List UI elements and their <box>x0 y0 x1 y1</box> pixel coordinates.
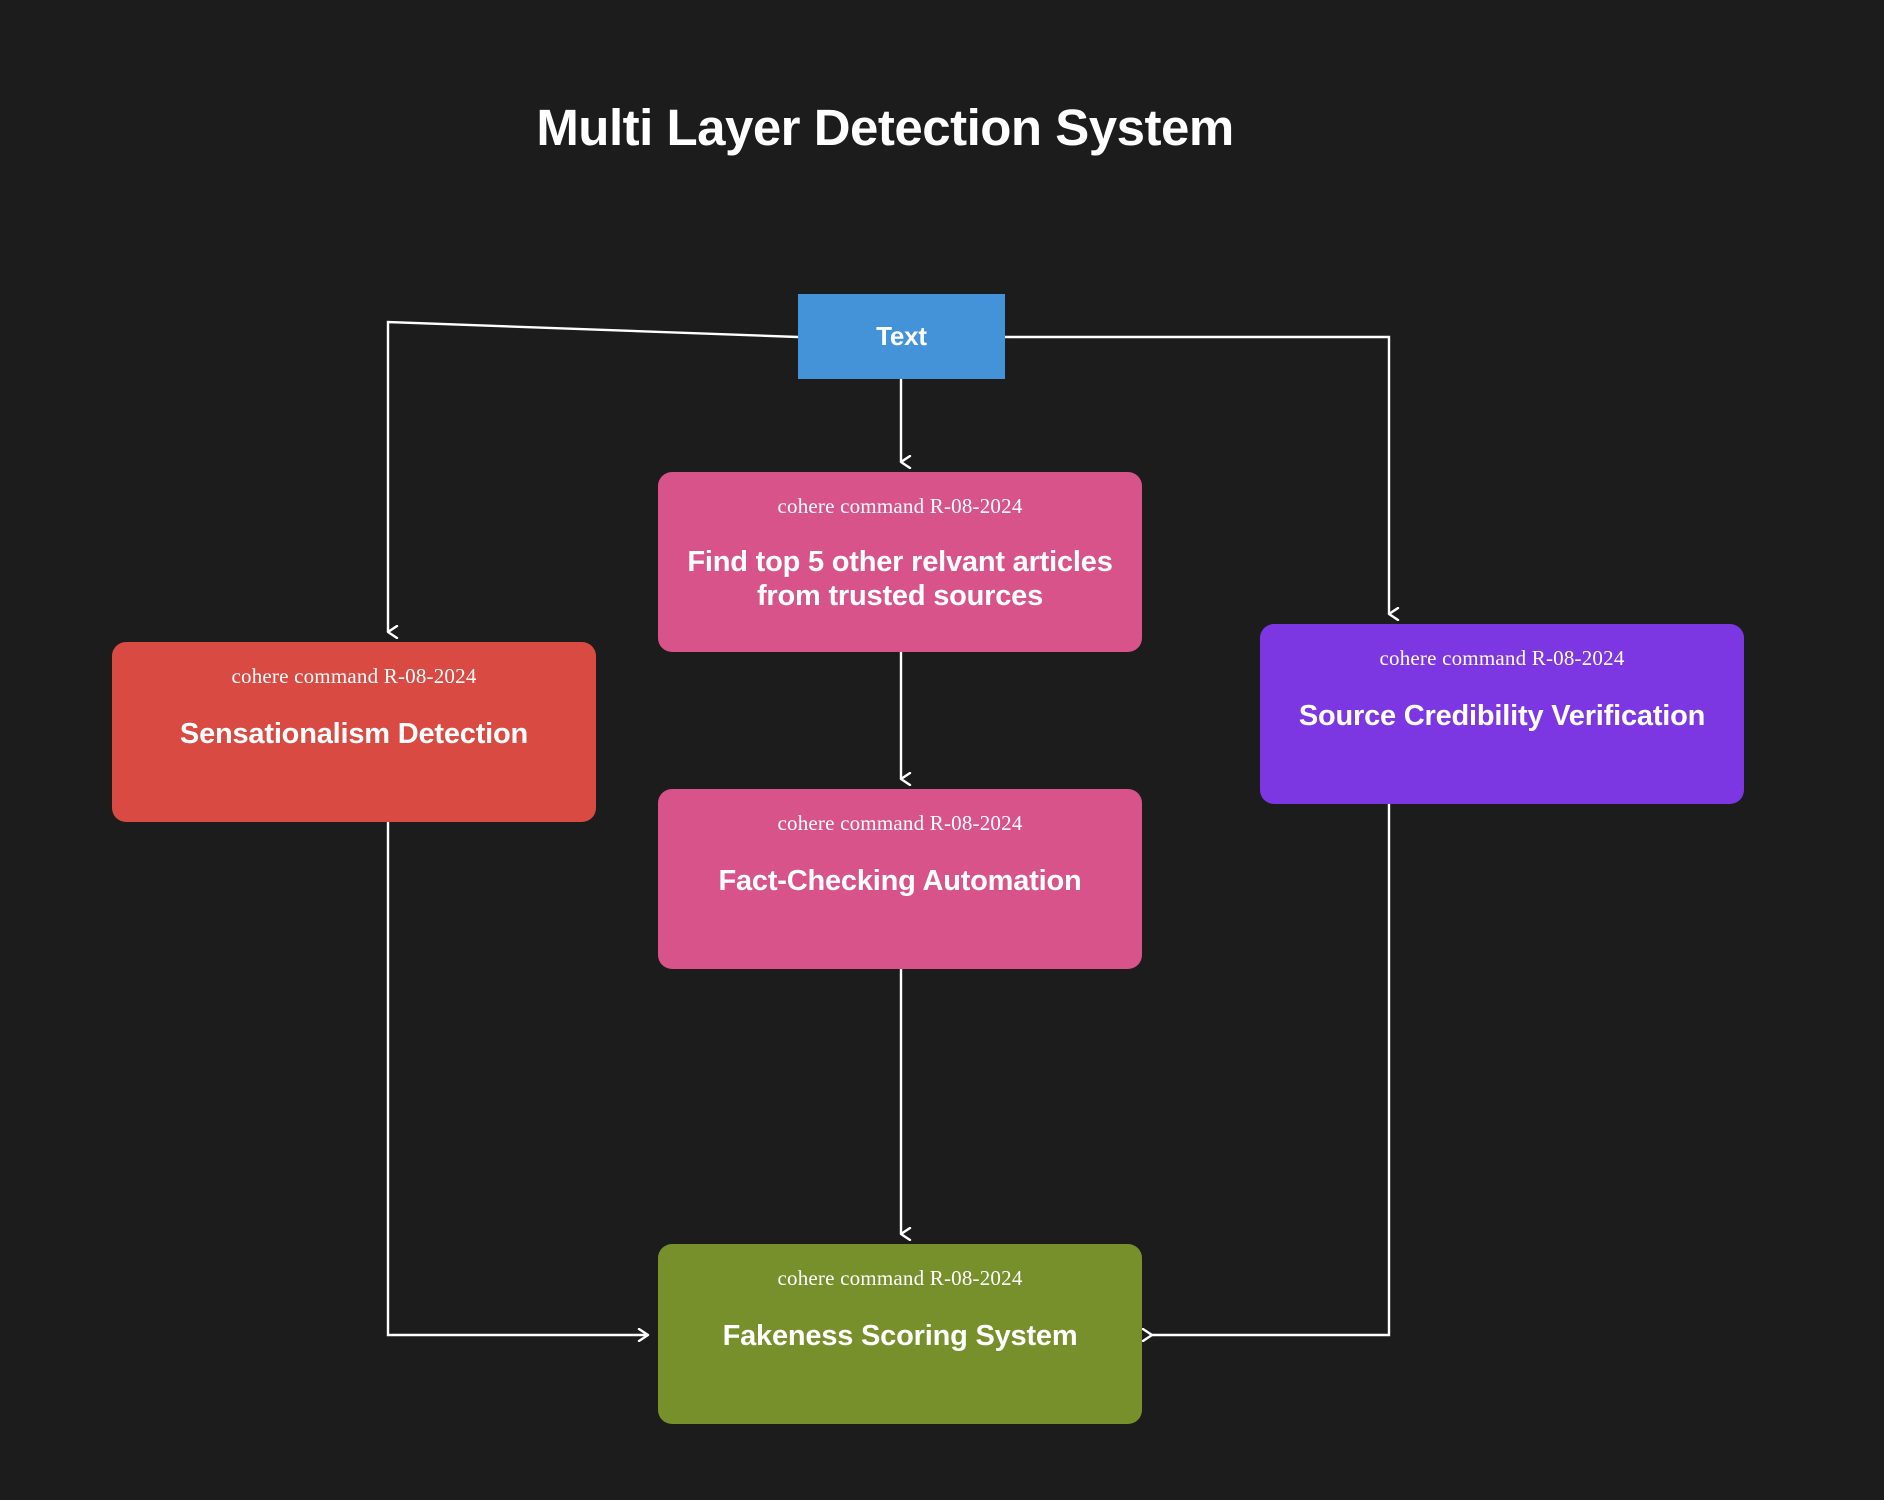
node-fact-checking-automation-model: cohere command R-08-2024 <box>777 811 1023 835</box>
node-text-label: Text <box>876 321 927 352</box>
edge-source-credibility-to-fakeness-scoring <box>1152 804 1391 1335</box>
node-fakeness-scoring-system-model: cohere command R-08-2024 <box>777 1266 1023 1290</box>
node-fakeness-scoring-system[interactable]: cohere command R-08-2024 Fakeness Scorin… <box>658 1244 1142 1424</box>
page-title: Multi Layer Detection System <box>536 99 1234 156</box>
node-find-articles[interactable]: cohere command R-08-2024 Find top 5 othe… <box>658 472 1142 652</box>
edge-sensationalism-to-fakeness-scoring <box>386 822 648 1335</box>
node-sensationalism-detection-label: Sensationalism Detection <box>179 718 529 751</box>
node-source-credibility-verification-model: cohere command R-08-2024 <box>1379 646 1625 670</box>
node-sensationalism-detection-model: cohere command R-08-2024 <box>231 664 477 688</box>
node-source-credibility-verification-label: Source Credibility Verification <box>1298 700 1706 733</box>
node-find-articles-label: Find top 5 other relvant articles from t… <box>687 546 1113 613</box>
node-sensationalism-detection[interactable]: cohere command R-08-2024 Sensationalism … <box>112 642 596 822</box>
node-fakeness-scoring-system-label: Fakeness Scoring System <box>722 1320 1078 1353</box>
node-fact-checking-automation[interactable]: cohere command R-08-2024 Fact-Checking A… <box>658 789 1142 969</box>
node-find-articles-model: cohere command R-08-2024 <box>777 494 1023 518</box>
node-text[interactable]: Text <box>798 294 1005 379</box>
node-fact-checking-automation-label: Fact-Checking Automation <box>718 865 1082 898</box>
node-source-credibility-verification[interactable]: cohere command R-08-2024 Source Credibil… <box>1260 624 1744 804</box>
